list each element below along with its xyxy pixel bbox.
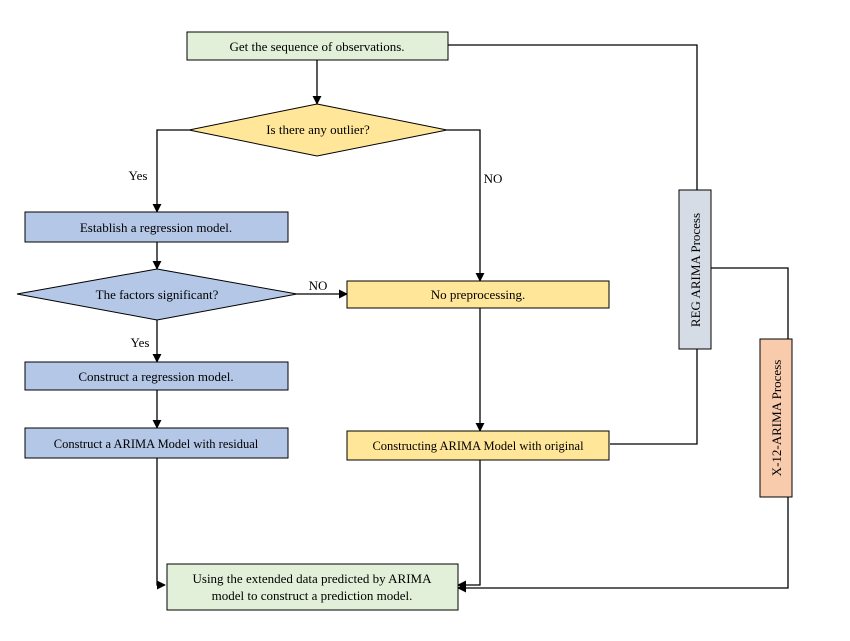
label-factors-yes: Yes bbox=[131, 335, 150, 350]
decision-factors-text: The factors significant? bbox=[96, 287, 219, 302]
edge-outlier-yes-to-establish bbox=[152, 129, 189, 213]
edge-reg-arima-to-arima-original bbox=[610, 349, 698, 445]
node-no-preprocessing: No preprocessing. bbox=[346, 280, 610, 309]
decision-outlier: Is there any outlier? bbox=[188, 103, 448, 157]
node-arima-original: Constructing ARIMA Model with original bbox=[346, 430, 610, 461]
decision-factors: The factors significant? bbox=[16, 268, 298, 321]
edge-arima-residual-to-final bbox=[156, 458, 166, 590]
node-reg-arima-process: REG ARIMA Process bbox=[678, 189, 712, 350]
node-final-prediction-line1: Using the extended data predicted by ARI… bbox=[193, 571, 433, 586]
node-get-observations-text: Get the sequence of observations. bbox=[229, 39, 404, 54]
decision-outlier-text: Is there any outlier? bbox=[266, 122, 370, 137]
node-construct-regression: Construct a regression model. bbox=[24, 361, 289, 391]
node-final-prediction-line2: model to construct a prediction model. bbox=[212, 588, 413, 603]
label-outlier-no: NO bbox=[484, 171, 503, 186]
node-x12-arima-process-text: X-12-ARIMA Process bbox=[769, 360, 784, 477]
label-factors-no: NO bbox=[309, 278, 328, 293]
node-establish-regression: Establish a regression model. bbox=[24, 211, 289, 243]
node-arima-original-text: Constructing ARIMA Model with original bbox=[372, 439, 584, 453]
node-no-preprocessing-text: No preprocessing. bbox=[431, 287, 526, 302]
edge-outlier-no-to-no-preprocessing bbox=[447, 129, 485, 282]
node-reg-arima-process-text: REG ARIMA Process bbox=[688, 213, 703, 327]
node-final-prediction: Using the extended data predicted by ARI… bbox=[166, 563, 459, 611]
node-arima-residual: Construct a ARIMA Model with residual bbox=[24, 427, 289, 459]
node-construct-regression-text: Construct a regression model. bbox=[78, 369, 233, 384]
edge-reg-arima-to-x12-arima bbox=[711, 267, 789, 339]
node-x12-arima-process: X-12-ARIMA Process bbox=[759, 338, 793, 498]
node-establish-regression-text: Establish a regression model. bbox=[80, 220, 232, 235]
edge-start-to-reg-arima bbox=[448, 44, 698, 190]
node-get-observations: Get the sequence of observations. bbox=[186, 31, 449, 61]
node-arima-residual-text: Construct a ARIMA Model with residual bbox=[54, 437, 259, 451]
label-outlier-yes: Yes bbox=[129, 168, 148, 183]
edge-x12-arima-to-final bbox=[457, 497, 789, 593]
edges bbox=[152, 44, 789, 593]
edge-arima-original-to-final bbox=[457, 460, 481, 590]
